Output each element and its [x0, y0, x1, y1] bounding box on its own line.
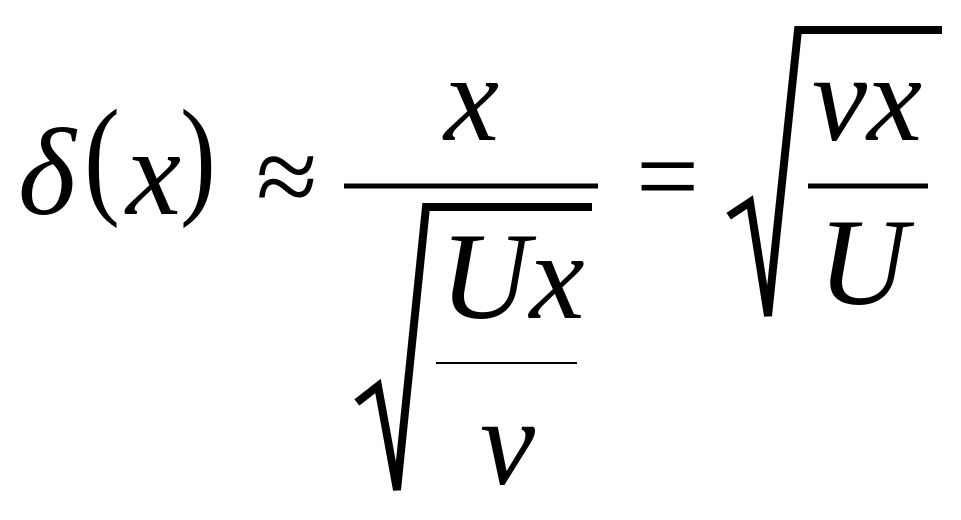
formula-lhs: δ ( x ) — [18, 84, 216, 241]
delta-symbol: δ — [18, 104, 78, 241]
second-radical: νx U — [726, 26, 942, 331]
first-fraction: x Ux ν — [344, 30, 598, 511]
second-radical-sign — [726, 26, 942, 317]
equals-sign: = — [636, 115, 699, 239]
denominator-radical: Ux ν — [354, 203, 592, 511]
second-root-denominator: U — [818, 194, 915, 331]
denominator-inner-numerator: Ux — [440, 208, 585, 345]
open-parenthesis: ( — [84, 84, 120, 229]
denominator-inner-denominator: ν — [480, 374, 536, 511]
first-fraction-numerator: x — [442, 30, 499, 167]
close-parenthesis: ) — [180, 84, 216, 229]
lhs-argument: x — [124, 104, 181, 241]
denominator-radical-sign — [354, 203, 592, 491]
approx-sign: ≈ — [256, 115, 317, 239]
second-root-numerator: νx — [812, 30, 922, 167]
